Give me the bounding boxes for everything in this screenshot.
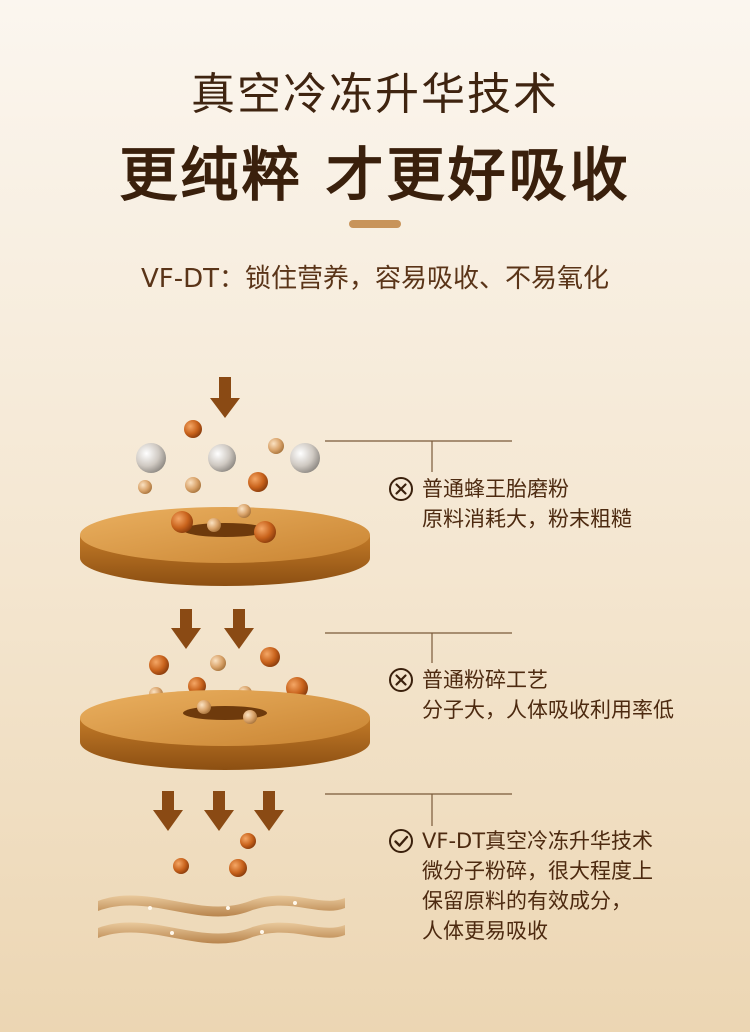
particle [229,859,247,877]
stage-3-graphic [98,791,512,944]
fine-powder-layers [98,895,345,944]
down-arrow-icon [224,609,254,649]
particle [173,858,189,874]
particle [268,438,284,454]
stage-1-label: 普通蜂王胎磨粉 原料消耗大，粉末粗糙 [388,474,632,534]
stage-3-title: VF-DT真空冷冻升华技术 [422,829,654,853]
down-arrow-icon [254,791,284,831]
particle [260,647,280,667]
cross-circle-icon [389,477,413,501]
particle [171,511,193,533]
stage-3-desc-3: 人体更易吸收 [422,919,548,943]
particle [207,518,221,532]
process-diagram [80,377,512,944]
disc-1 [80,507,370,586]
stage-2-title: 普通粉碎工艺 [422,668,548,692]
stage-2-desc: 分子大，人体吸收利用率低 [422,698,674,722]
particle [149,655,169,675]
particle [254,521,276,543]
stage-1-graphic [80,377,512,586]
particle [240,833,256,849]
stage-3-desc-2: 保留原料的有效成分， [422,889,632,913]
down-arrow-icon [153,791,183,831]
particle [210,655,226,671]
stage-2-label: 普通粉碎工艺 分子大，人体吸收利用率低 [388,665,674,725]
particle [290,443,320,473]
particle [237,504,251,518]
stage-1-title: 普通蜂王胎磨粉 [422,477,569,501]
particle [138,480,152,494]
down-arrow-icon [210,377,240,418]
title-line-1: 真空冷冻升华技术 [191,69,559,120]
particle [136,443,166,473]
subtitle: VF-DT：锁住营养，容易吸收、不易氧化 [140,264,610,294]
title-divider [349,220,401,228]
down-arrow-icon [204,791,234,831]
particle [243,710,257,724]
particle [248,472,268,492]
stage-2-graphic [80,609,512,770]
check-circle-icon [389,829,413,853]
stage-3-desc-1: 微分子粉碎，很大程度上 [422,859,653,883]
title-line-2: 更纯粹 才更好吸收 [119,141,631,209]
stage-1-desc: 原料消耗大，粉末粗糙 [422,507,632,531]
particle [197,700,211,714]
disc-2 [80,690,370,770]
down-arrow-icon [171,609,201,649]
cross-circle-icon [389,668,413,692]
particle [185,477,201,493]
particle [208,444,236,472]
stage-3-label: VF-DT真空冷冻升华技术 微分子粉碎，很大程度上 保留原料的有效成分， 人体更… [388,826,653,946]
particle [184,420,202,438]
